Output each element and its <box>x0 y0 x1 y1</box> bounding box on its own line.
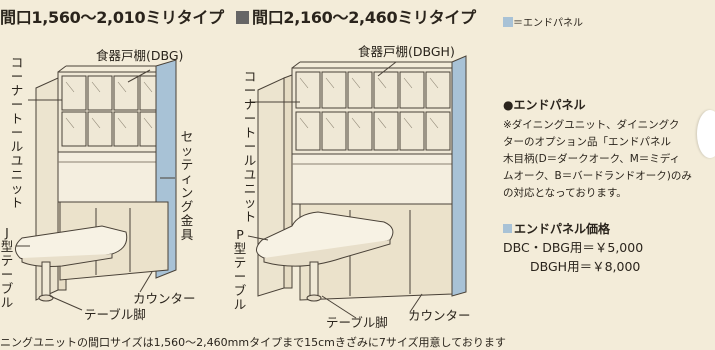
right-label-table: P型テーブル <box>233 227 247 312</box>
left-label-setting: セッティング金具 <box>180 129 194 242</box>
left-label-corner-unit: コーナートールユニット <box>10 55 24 210</box>
right-label-counter: カウンター <box>408 308 471 323</box>
end-panel-line-1: ※ダイニングユニット、ダイニングク <box>503 119 680 131</box>
legend: ＝エンドパネル <box>503 17 583 29</box>
right-heading: 間口2,160～2,460ミリタイプ <box>236 10 476 26</box>
end-panel-title: ●エンドパネル <box>503 98 586 112</box>
heading-square-icon <box>236 11 249 24</box>
end-panel-swatch-icon <box>503 17 513 27</box>
right-label-leg: テーブル脚 <box>326 315 388 330</box>
footer-note: ニングユニットの間口サイズは1,560～2,460mmタイプまで15cmきざみに… <box>0 336 506 349</box>
page-curl <box>697 110 715 158</box>
end-panel-line-5: の対応となっております。 <box>503 187 627 199</box>
left-heading: 間口1,560～2,010ミリタイプ <box>0 8 224 27</box>
price-square-icon <box>503 224 512 233</box>
left-label-cabinet: 食器戸棚(DBG) <box>96 48 184 63</box>
right-cabinet-drawing <box>247 55 467 319</box>
left-label-counter: カウンター <box>133 291 196 306</box>
left-label-leg: テーブル脚 <box>84 307 146 322</box>
price-title-text: エンドパネル価格 <box>514 222 611 236</box>
price-row-2: DBGH用＝￥8,000 <box>530 259 641 274</box>
price-row-1: DBC・DBG用＝￥5,000 <box>503 240 644 255</box>
end-panel-price-title: エンドパネル価格 <box>503 223 610 235</box>
right-label-cabinet: 食器戸棚(DBGH) <box>358 44 455 59</box>
right-heading-text: 間口2,160～2,460ミリタイプ <box>252 8 476 27</box>
right-label-corner-unit: コーナートールユニット <box>243 69 257 224</box>
left-cabinet-drawing <box>15 59 177 311</box>
end-panel-line-3: 木目柄(D＝ダークオーク、M＝ミディ <box>503 153 681 165</box>
end-panel-line-4: ムオーク、B＝バードランドオーク)のみ <box>503 170 692 182</box>
end-panel-line-2: ターのオプション品「エンドパネル <box>503 136 671 148</box>
legend-text: ＝エンドパネル <box>513 18 583 29</box>
left-label-table: J型テーブル <box>0 225 14 310</box>
